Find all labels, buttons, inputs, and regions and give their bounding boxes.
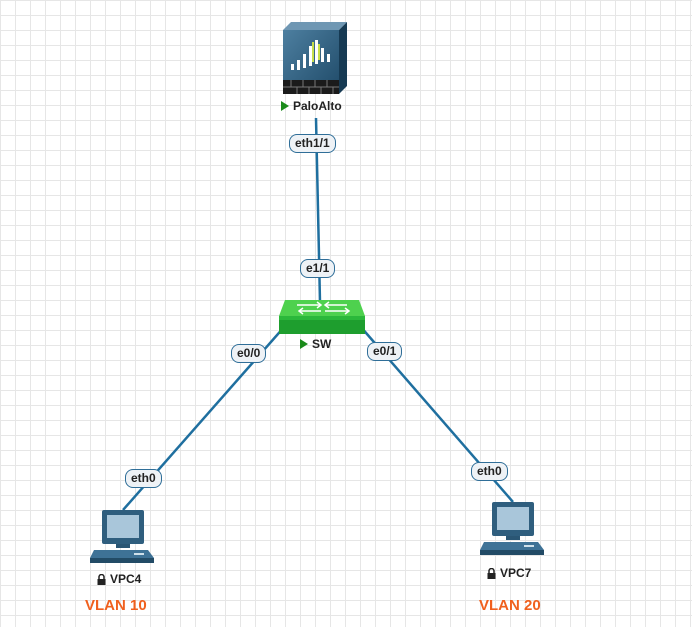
- switch-icon: [279, 300, 365, 334]
- pc-icon: [90, 510, 154, 563]
- lock-icon: [97, 573, 106, 585]
- node-vpc4[interactable]: [90, 508, 158, 564]
- lock-icon: [487, 567, 496, 579]
- node-label-sw: SW: [300, 337, 331, 351]
- node-name: PaloAlto: [293, 99, 342, 113]
- running-status-icon: [281, 101, 289, 111]
- port-label-sw-e0-1: e0/1: [367, 342, 403, 361]
- vlan-annotation-right: VLAN 20: [479, 597, 541, 614]
- port-label-sw-e0-0: e0/0: [231, 344, 267, 363]
- vlan-annotation-left: VLAN 10: [85, 597, 147, 614]
- node-label-vpc7: VPC7: [487, 566, 531, 580]
- node-name: SW: [312, 337, 332, 351]
- port-label-vpc7-eth0: eth0: [471, 462, 508, 481]
- node-sw[interactable]: [275, 298, 367, 338]
- node-name: VPC7: [500, 566, 532, 580]
- firewall-icon: [283, 22, 347, 94]
- node-label-paloalto: PaloAlto: [281, 99, 342, 113]
- node-vpc7[interactable]: [480, 500, 548, 556]
- pc-icon: [480, 502, 544, 555]
- port-label-vpc4-eth0: eth0: [125, 469, 162, 488]
- port-label-paloalto-eth1-1: eth1/1: [289, 134, 336, 153]
- node-label-vpc4: VPC4: [97, 572, 141, 586]
- port-label-sw-e1-1: e1/1: [300, 259, 336, 278]
- running-status-icon: [300, 339, 308, 349]
- node-paloalto[interactable]: [281, 20, 349, 94]
- node-name: VPC4: [110, 572, 142, 586]
